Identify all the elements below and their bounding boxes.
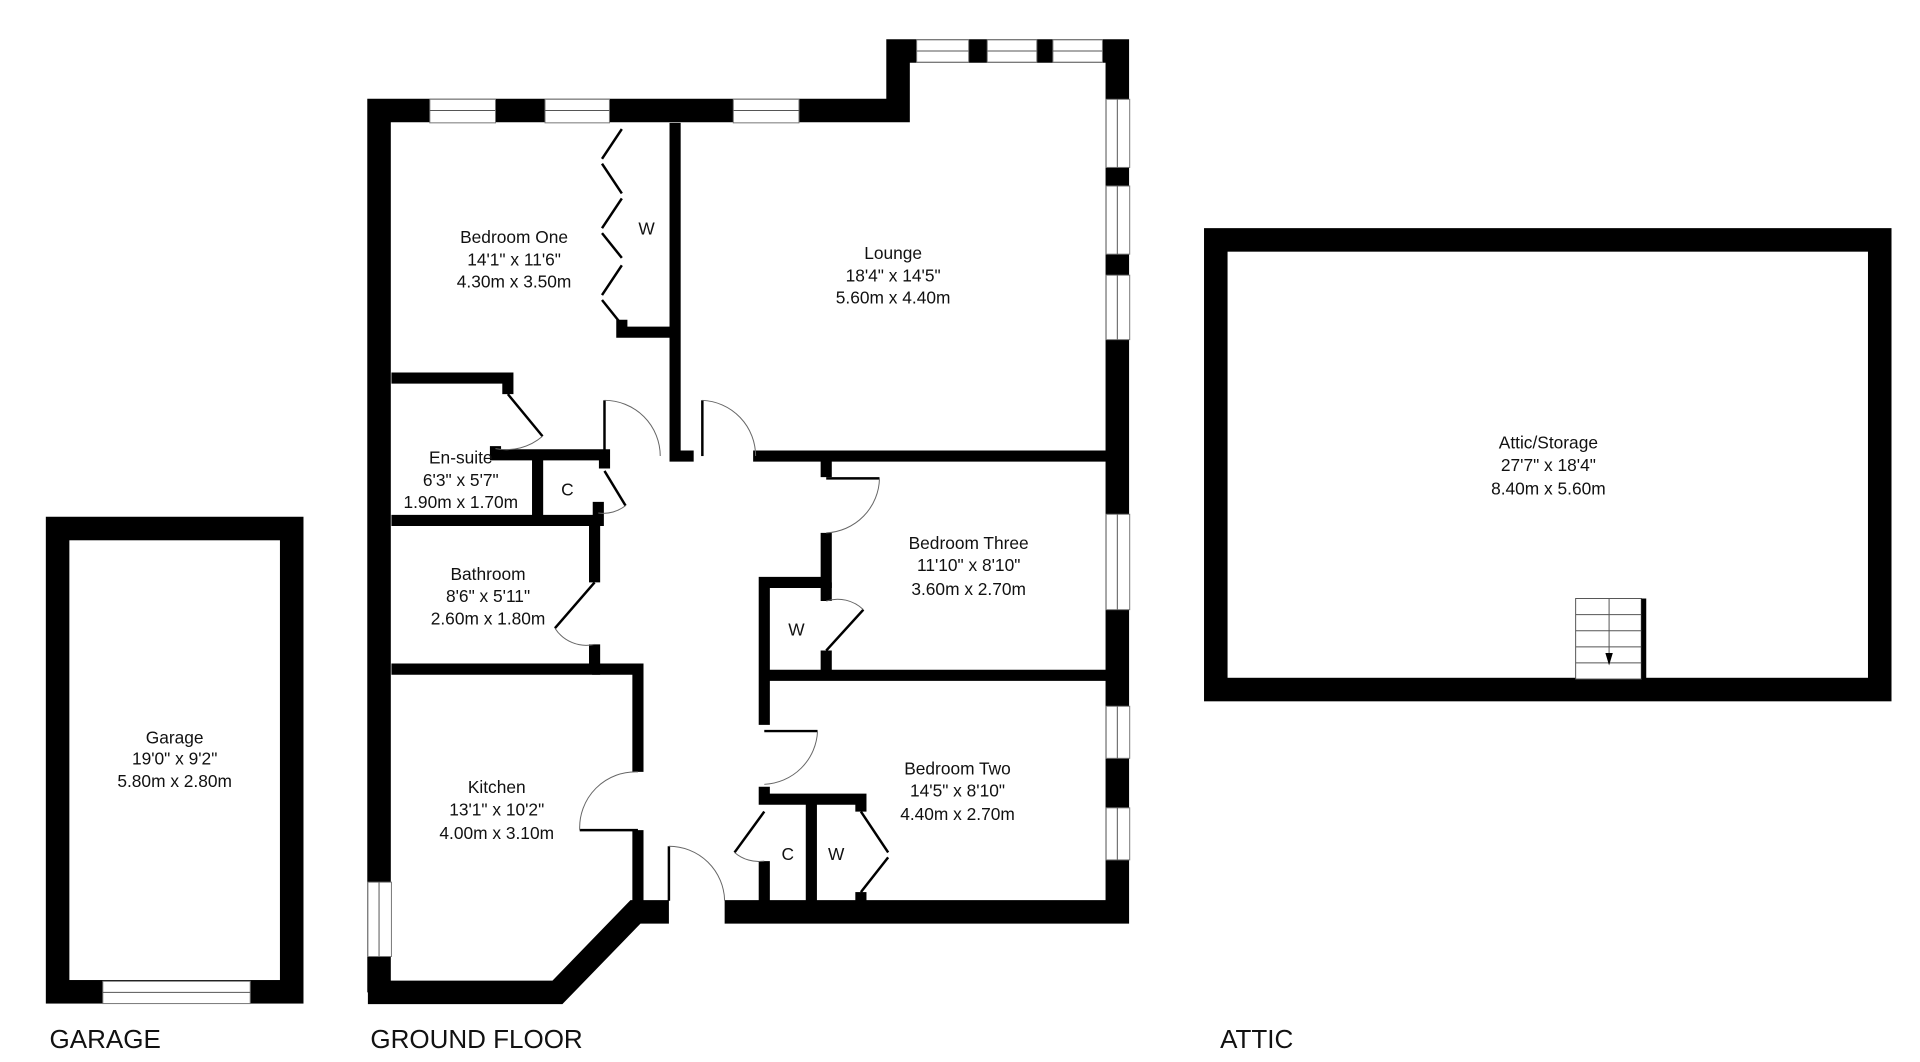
floor-title-ground: GROUND FLOOR — [370, 1024, 582, 1054]
room-bedroom-one: Bedroom One 14'1" x 11'6" 4.30m x 3.50m — [457, 227, 572, 292]
room-size-metric: 4.40m x 2.70m — [900, 804, 1015, 824]
interior-walls — [391, 122, 1107, 912]
attic-plan: Attic/Storage 27'7" x 18'4" 8.40m x 5.60… — [1204, 228, 1892, 1054]
arrow-down-icon — [1605, 653, 1613, 666]
garage-plan: Garage 19'0" x 9'2" 5.80m x 2.80m GARAGE — [45, 516, 304, 1054]
ground-floor-plan: W C W C W Bedroom One 14'1" x 11'6" 4.30… — [367, 39, 1131, 1054]
room-size-metric: 3.60m x 2.70m — [911, 579, 1026, 599]
room-kitchen: Kitchen 13'1" x 10'2" 4.00m x 3.10m — [439, 777, 554, 843]
room-size-metric: 5.80m x 2.80m — [117, 771, 232, 791]
room-bedroom-two: Bedroom Two 14'5" x 8'10" 4.40m x 2.70m — [900, 758, 1015, 824]
wardrobe-label: W — [638, 218, 655, 238]
room-name: Bedroom Two — [904, 758, 1011, 778]
room-name: Attic/Storage — [1499, 433, 1598, 453]
room-ensuite: En-suite 6'3" x 5'7" 1.90m x 1.70m — [403, 447, 518, 512]
floor-title-attic: ATTIC — [1220, 1024, 1293, 1054]
windows — [367, 39, 1131, 957]
room-size-imperial: 6'3" x 5'7" — [423, 470, 499, 490]
wardrobe-label: W — [788, 620, 805, 640]
room-name: Bedroom One — [460, 227, 568, 247]
cupboard-label: C — [782, 844, 795, 864]
room-size-imperial: 11'10" x 8'10" — [917, 555, 1020, 575]
room-name: Garage — [146, 727, 204, 747]
room-name: Bedroom Three — [909, 533, 1029, 553]
room-size-imperial: 13'1" x 10'2" — [449, 799, 544, 819]
room-size-metric: 2.60m x 1.80m — [431, 609, 546, 629]
room-size-metric: 5.60m x 4.40m — [836, 288, 951, 308]
closet-labels: W C W C W — [561, 218, 845, 864]
room-size-metric: 4.00m x 3.10m — [439, 823, 554, 843]
room-name: Kitchen — [468, 777, 526, 797]
room-size-metric: 8.40m x 5.60m — [1491, 478, 1606, 498]
attic-walls — [1204, 228, 1892, 702]
doors — [495, 128, 890, 901]
room-size-imperial: 14'1" x 11'6" — [467, 249, 561, 269]
room-bedroom-three: Bedroom Three 11'10" x 8'10" 3.60m x 2.7… — [909, 533, 1029, 599]
room-garage: Garage 19'0" x 9'2" 5.80m x 2.80m — [117, 727, 232, 790]
room-size-imperial: 14'5" x 8'10" — [910, 781, 1005, 801]
room-attic: Attic/Storage 27'7" x 18'4" 8.40m x 5.60… — [1491, 433, 1606, 499]
wardrobe-label: W — [828, 844, 845, 864]
cupboard-label: C — [561, 480, 574, 500]
room-name: Bathroom — [450, 564, 525, 584]
room-lounge: Lounge 18'4" x 14'5" 5.60m x 4.40m — [836, 243, 951, 308]
room-size-imperial: 27'7" x 18'4" — [1501, 455, 1596, 475]
floor-title-garage: GARAGE — [50, 1024, 161, 1054]
room-size-imperial: 8'6" x 5'11" — [446, 586, 530, 606]
room-size-metric: 1.90m x 1.70m — [403, 492, 518, 512]
room-size-metric: 4.30m x 3.50m — [457, 272, 572, 292]
exterior-walls — [367, 39, 1130, 1005]
room-name: Lounge — [864, 243, 922, 263]
room-bathroom: Bathroom 8'6" x 5'11" 2.60m x 1.80m — [431, 564, 546, 629]
staircase — [1575, 598, 1647, 680]
room-size-imperial: 18'4" x 14'5" — [846, 265, 941, 285]
room-name: En-suite — [429, 447, 493, 467]
room-size-imperial: 19'0" x 9'2" — [132, 748, 217, 768]
